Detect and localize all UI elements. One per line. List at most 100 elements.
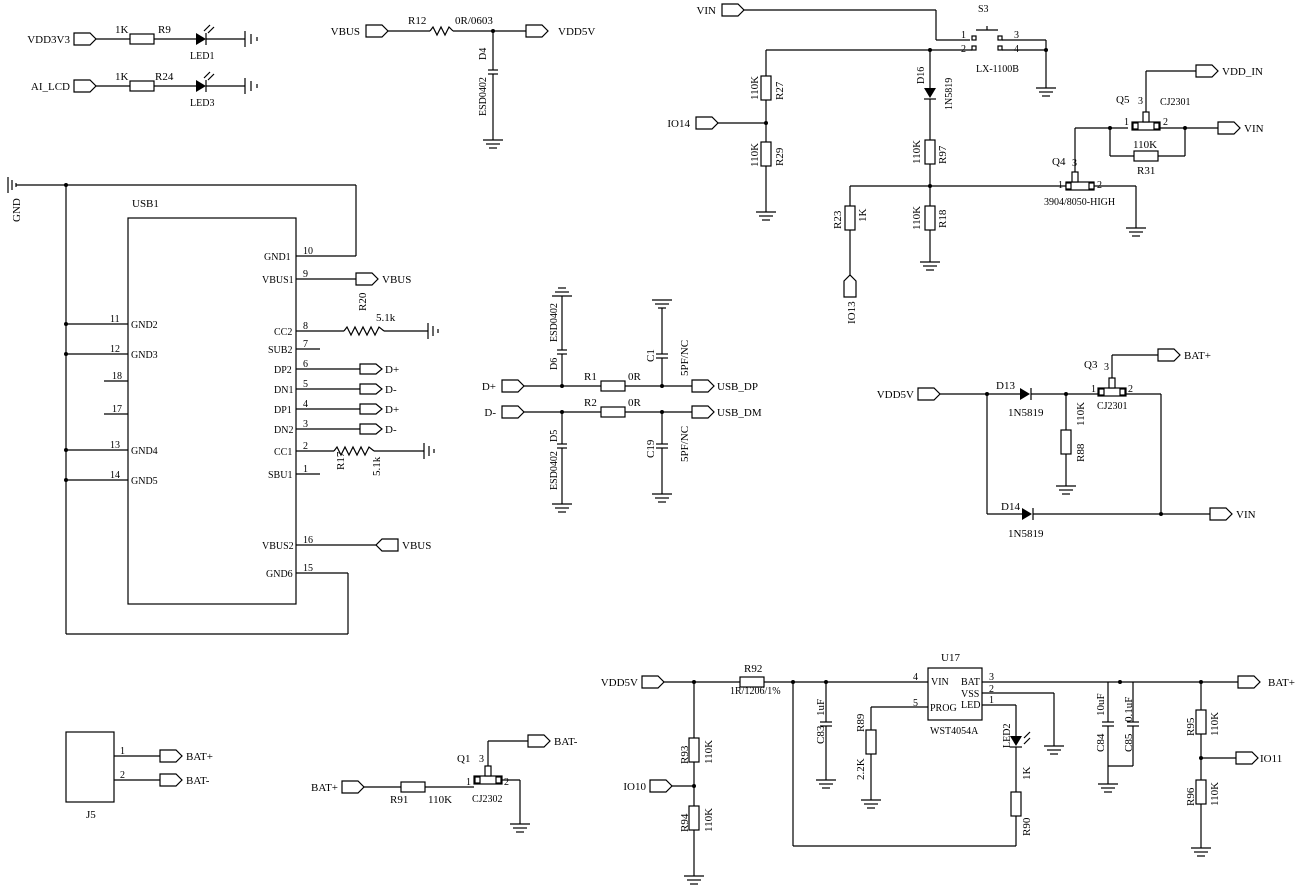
q3-pin3: 3 — [1104, 362, 1109, 373]
c84-ref: C84 — [1095, 733, 1107, 752]
usb1-pin-num-17: 17 — [112, 404, 122, 415]
r24-ref: R24 — [155, 71, 174, 83]
port-vdd3v3 — [73, 32, 97, 46]
d13-value: 1N5819 — [1008, 407, 1044, 419]
d6-value: ESD0402 — [549, 303, 560, 342]
port-io11 — [1235, 751, 1259, 765]
r2-value: 0R — [628, 397, 642, 409]
usb1-pin-num-1: 1 — [303, 464, 308, 475]
j5-ref: J5 — [86, 809, 96, 821]
u17-body — [927, 667, 983, 721]
s3-pin1: 1 — [961, 30, 966, 41]
r95-ref: R95 — [1185, 717, 1197, 736]
r90-value: 1K — [1021, 767, 1033, 781]
port-dplus-pin4-label: D+ — [385, 404, 399, 416]
usb1-pin-num-16: 16 — [303, 535, 313, 546]
q1-circuit: BAT+ R91 110K 1 2 3 Q1 CJ2302 BAT- — [311, 734, 578, 833]
port-vbus-pin9-label: VBUS — [382, 274, 411, 286]
q1-value: CJ2302 — [472, 794, 503, 805]
c19-value: 5PF/NC — [679, 426, 691, 462]
port-usb-dp — [691, 379, 715, 393]
r12-ref: R12 — [408, 15, 426, 27]
usb1-pin-num-13: 13 — [110, 440, 120, 451]
j5-pin2: 2 — [120, 770, 125, 781]
usb1-pin-name-gnd2: GND2 — [131, 320, 158, 331]
port-vbus-top — [365, 24, 389, 38]
usb1-pin-name-dn2: DN2 — [274, 425, 293, 436]
port-vdd5v-d13-label: VDD5V — [877, 389, 914, 401]
r20-ref: R20 — [357, 292, 369, 311]
usb1-pin-name-gnd3: GND3 — [131, 350, 158, 361]
port-io13 — [843, 274, 857, 298]
usb1-pin-name-sbu1: SBU1 — [268, 470, 292, 481]
u17-pin-name-bat: BAT — [961, 677, 980, 688]
usb1-pin-name-sub2: SUB2 — [268, 345, 292, 356]
port-dminus-pin5 — [359, 383, 383, 395]
usb1-pin-name-dp2: DP2 — [274, 365, 292, 376]
usb1-pin-name-cc1: CC1 — [274, 447, 292, 458]
port-bat-plus-q3-label: BAT+ — [1184, 350, 1211, 362]
c1-value: 5PF/NC — [679, 340, 691, 376]
resistor-r17 — [333, 445, 375, 457]
r92-ref: R92 — [744, 663, 762, 675]
port-dminus-pin3 — [359, 423, 383, 435]
port-vdd-in — [1195, 64, 1219, 78]
led3-icon — [196, 80, 206, 92]
port-vdd5v-bottom — [641, 675, 665, 689]
usb1-pin-num-14: 14 — [110, 470, 120, 481]
c85-ref: C85 — [1123, 733, 1135, 752]
diode-d16-icon — [924, 88, 936, 98]
resistor-r1 — [600, 380, 626, 392]
port-dplus-pin4 — [359, 403, 383, 415]
port-bat-plus-q3 — [1157, 348, 1181, 362]
c84-value: 10uF — [1095, 693, 1107, 716]
usb-data-lines: ESD0402 D6 D+ R1 0R USB_DP C1 5PF/NC D- … — [482, 287, 762, 513]
c83-value: 1uF — [815, 699, 827, 716]
led2-icon — [1010, 736, 1022, 746]
usb1-connector: GND USB1 GND1 10 VBUS1 9 VBUS CC2 8 R20 … — [7, 177, 439, 635]
q3-ref: Q3 — [1084, 359, 1098, 371]
r9-value: 1K — [115, 24, 129, 36]
usb1-pin-num-11: 11 — [110, 314, 120, 325]
u17-pin-name-led: LED — [961, 700, 980, 711]
port-vin-q5 — [1217, 121, 1241, 135]
u17-value: WST4054A — [930, 726, 979, 737]
r94-ref: R94 — [679, 813, 691, 832]
r96-ref: R96 — [1185, 787, 1197, 806]
j5-connector: J5 1 BAT+ 2 BAT- — [65, 731, 213, 821]
port-vbus-pin16 — [375, 538, 399, 552]
r96-value: 110K — [1209, 782, 1221, 806]
led1-ref: LED1 — [190, 51, 214, 62]
resistor-r9 — [129, 33, 155, 45]
resistor-r31 — [1133, 150, 1159, 162]
diode-d14-icon — [1022, 508, 1032, 520]
port-dminus-in-label: D- — [484, 407, 496, 419]
usb1-pin-num-12: 12 — [110, 344, 120, 355]
usb1-pin-num-18: 18 — [112, 371, 122, 382]
j5-body — [65, 731, 115, 803]
port-vdd-in-label: VDD_IN — [1222, 66, 1263, 78]
usb1-pin-num-15: 15 — [303, 563, 313, 574]
r89-ref: R89 — [855, 713, 867, 732]
port-dplus-in-label: D+ — [482, 381, 496, 393]
port-q1-batp-label: BAT+ — [311, 782, 338, 794]
port-ai-lcd-label: AI_LCD — [31, 81, 70, 93]
resistor-r24 — [129, 80, 155, 92]
resistor-r97 — [924, 139, 936, 165]
u17-pin-num-1: 1 — [989, 695, 994, 706]
d5-ref: D5 — [549, 430, 560, 442]
r91-value: 110K — [428, 794, 452, 806]
r94-value: 110K — [703, 808, 715, 832]
resistor-r18 — [924, 205, 936, 231]
port-j5-batp-label: BAT+ — [186, 751, 213, 763]
battery-switch-circuit: VDD5V D13 1N5819 110K R88 1 2 3 Q3 CJ230… — [877, 348, 1256, 540]
port-io10 — [649, 779, 673, 793]
port-io10-label: IO10 — [623, 781, 646, 793]
usb1-pin-num-4: 4 — [303, 399, 308, 410]
port-dminus-in — [501, 405, 525, 419]
usb1-pin-name-dn1: DN1 — [274, 385, 293, 396]
resistor-r29 — [760, 141, 772, 167]
q4-value: 3904/8050-HIGH — [1044, 197, 1115, 208]
port-io14-label: IO14 — [667, 118, 690, 130]
usb1-pin-name-vbus2: VBUS2 — [262, 541, 294, 552]
